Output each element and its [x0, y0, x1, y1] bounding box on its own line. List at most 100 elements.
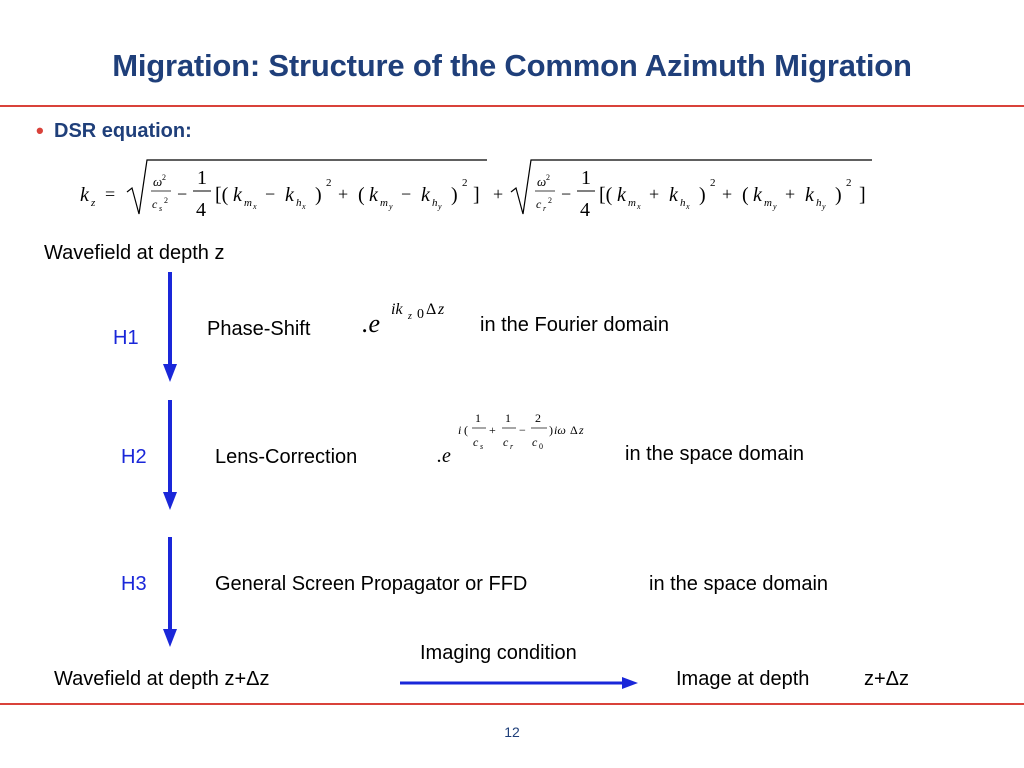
svg-text:+: + [489, 423, 496, 437]
svg-text:c: c [473, 435, 479, 449]
svg-text:ω: ω [537, 174, 546, 189]
svg-text:2: 2 [164, 196, 168, 205]
svg-text:2: 2 [846, 177, 852, 189]
svg-text:h: h [296, 197, 302, 209]
svg-text:s: s [480, 442, 483, 451]
svg-text:k: k [369, 184, 379, 206]
image-depth-label: Image at depth [676, 668, 810, 690]
svg-text:ω: ω [153, 174, 162, 189]
svg-text:x: x [685, 202, 690, 211]
svg-text:): ) [835, 184, 842, 206]
svg-text:): ) [451, 184, 458, 206]
svg-text:2: 2 [710, 177, 716, 189]
svg-text:[(: [( [599, 184, 613, 206]
svg-text:z: z [578, 423, 584, 437]
svg-text:]: ] [473, 184, 480, 206]
arrow-down-icon [163, 537, 177, 647]
svg-text:z: z [407, 311, 412, 322]
svg-text:1: 1 [475, 411, 481, 425]
svg-text:y: y [821, 202, 826, 211]
svg-text:(: ( [742, 184, 749, 206]
bullet-dsr-equation: DSR equation: [54, 120, 192, 142]
svg-text:−: − [519, 423, 526, 437]
top-divider [0, 105, 1024, 107]
svg-text:x: x [636, 202, 641, 211]
phase-shift-formula: .e ik z 0 Δ z [362, 301, 445, 338]
step-h3-domain: in the space domain [649, 573, 829, 595]
svg-text:x: x [301, 202, 306, 211]
imaging-condition-label: Imaging condition [420, 642, 577, 664]
svg-text:(: ( [464, 423, 468, 437]
svg-text:h: h [680, 197, 686, 209]
lens-correction-formula: .e i ( 1 c s + 1 c r − 2 c 0 ) iω Δ z [437, 411, 584, 467]
step-h3-name: General Screen Propagator or FFD [215, 573, 528, 595]
svg-text:k: k [233, 184, 243, 206]
bullet-icon: • [36, 118, 44, 143]
svg-text:k: k [285, 184, 295, 206]
step-h2-name: Lens-Correction [215, 446, 358, 468]
step-h1-name: Phase-Shift [207, 318, 311, 340]
svg-text:): ) [549, 423, 553, 437]
svg-text:2: 2 [535, 411, 541, 425]
svg-text:Δ: Δ [570, 423, 578, 437]
svg-text:[(: [( [215, 184, 229, 206]
svg-text:+: + [722, 184, 732, 204]
page-number: 12 [504, 724, 520, 740]
svg-text:h: h [816, 197, 822, 209]
svg-text:k: k [805, 184, 815, 206]
svg-text:): ) [699, 184, 706, 206]
svg-text:r: r [543, 204, 547, 213]
svg-text:2: 2 [548, 196, 552, 205]
svg-text:−: − [265, 184, 275, 204]
svg-text:y: y [772, 202, 777, 211]
svg-text:.e: .e [437, 445, 451, 467]
svg-text:m: m [380, 197, 388, 209]
svg-text:z: z [437, 301, 445, 318]
svg-text:c: c [503, 435, 509, 449]
svg-text:c: c [152, 197, 158, 211]
svg-text:2: 2 [462, 177, 468, 189]
svg-text:2: 2 [326, 177, 332, 189]
svg-text:): ) [315, 184, 322, 206]
step-h1-id: H1 [113, 327, 139, 349]
svg-text:=: = [105, 184, 115, 204]
svg-text:i: i [458, 423, 461, 437]
svg-text:.e: .e [362, 309, 380, 338]
svg-text:m: m [244, 197, 252, 209]
svg-text:+: + [649, 184, 659, 204]
image-depth-value: z+Δz [864, 668, 910, 690]
svg-text:k: k [80, 184, 90, 206]
step-h2-domain: in the space domain [625, 443, 805, 465]
arrow-right-icon [400, 677, 638, 689]
svg-text:z: z [90, 197, 96, 209]
svg-text:k: k [669, 184, 679, 206]
svg-text:4: 4 [196, 199, 206, 221]
svg-text:1: 1 [197, 167, 207, 189]
start-wavefield-label: Wavefield at depth z [44, 242, 225, 264]
svg-text:k: k [421, 184, 431, 206]
svg-text:x: x [252, 202, 257, 211]
step-h2-id: H2 [121, 446, 147, 468]
svg-text:(: ( [358, 184, 365, 206]
svg-text:+: + [338, 184, 348, 204]
svg-text:iω: iω [554, 423, 566, 437]
svg-text:−: − [561, 184, 571, 204]
svg-text:c: c [536, 197, 542, 211]
svg-text:−: − [401, 184, 411, 204]
svg-text:c: c [532, 435, 538, 449]
svg-text:h: h [432, 197, 438, 209]
svg-text:+: + [493, 184, 503, 204]
svg-text:m: m [764, 197, 772, 209]
svg-text:0: 0 [417, 307, 424, 322]
svg-text:y: y [388, 202, 393, 211]
slide-title: Migration: Structure of the Common Azimu… [112, 48, 912, 83]
step-h3-id: H3 [121, 573, 147, 595]
svg-text:m: m [628, 197, 636, 209]
svg-text:k: k [617, 184, 627, 206]
bottom-divider [0, 703, 1024, 705]
svg-text:ik: ik [391, 301, 403, 318]
svg-text:2: 2 [546, 173, 550, 182]
svg-text:1: 1 [581, 167, 591, 189]
svg-text:]: ] [859, 184, 866, 206]
arrow-down-icon [163, 400, 177, 510]
